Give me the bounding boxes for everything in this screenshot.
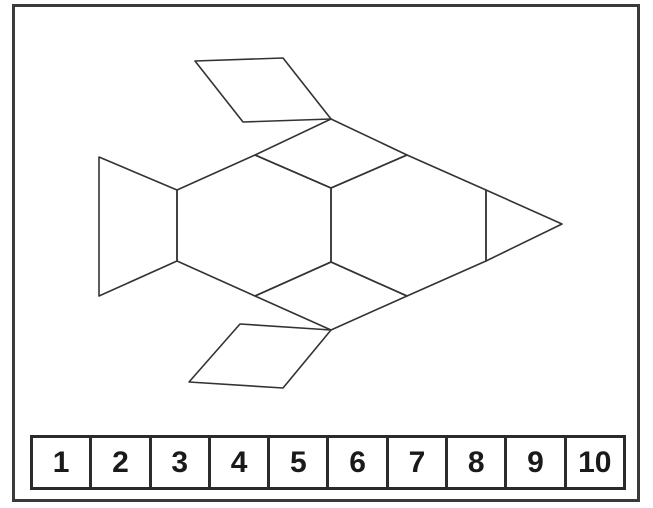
hexagon-right [331, 155, 486, 296]
number-strip: 1 2 3 4 5 6 7 8 9 10 [30, 435, 626, 490]
rhombus-bottom [255, 262, 407, 330]
parallelogram-bottom-fin [189, 324, 331, 388]
triangle-nose [486, 190, 562, 261]
number-cell-6: 6 [329, 438, 388, 487]
number-cell-1: 1 [33, 438, 92, 487]
number-cell-10: 10 [567, 438, 623, 487]
trapezoid-tail [99, 157, 177, 296]
hexagon-left [177, 155, 331, 296]
number-cell-7: 7 [389, 438, 448, 487]
rhombus-top [255, 119, 407, 188]
number-cell-9: 9 [507, 438, 566, 487]
number-cell-8: 8 [448, 438, 507, 487]
number-cell-3: 3 [152, 438, 211, 487]
number-cell-4: 4 [211, 438, 270, 487]
number-cell-2: 2 [92, 438, 151, 487]
number-cell-5: 5 [270, 438, 329, 487]
parallelogram-top-fin [195, 58, 331, 122]
